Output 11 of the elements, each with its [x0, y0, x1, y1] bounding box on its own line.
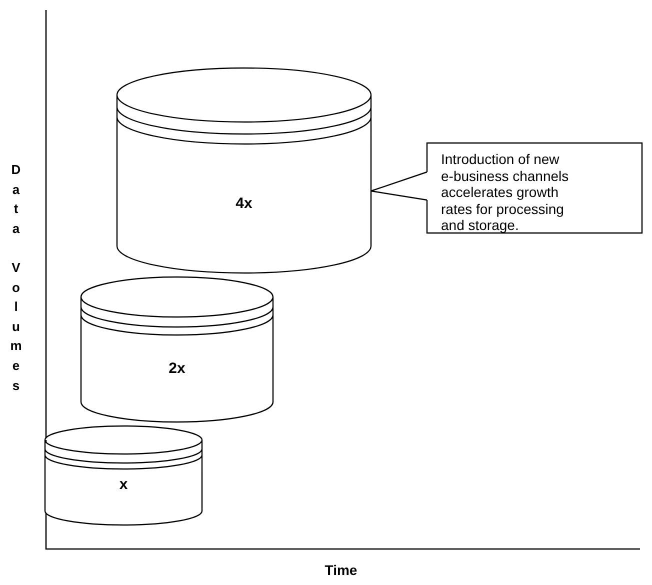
axis-title: Data Volumes	[9, 161, 23, 395]
axis-title: Time	[324, 562, 358, 578]
volume-label: x	[118, 476, 129, 493]
volume-label: 4x	[234, 195, 254, 212]
callout-box	[427, 143, 642, 233]
callout-text: Introduction of new e-business channels accelerates growth rates for processing and storage.	[441, 151, 570, 234]
cylinder	[45, 426, 202, 525]
cylinder	[117, 68, 371, 273]
callout-pointer	[370, 171, 428, 201]
volume-label: 2x	[168, 360, 186, 377]
cylinder	[81, 277, 273, 422]
